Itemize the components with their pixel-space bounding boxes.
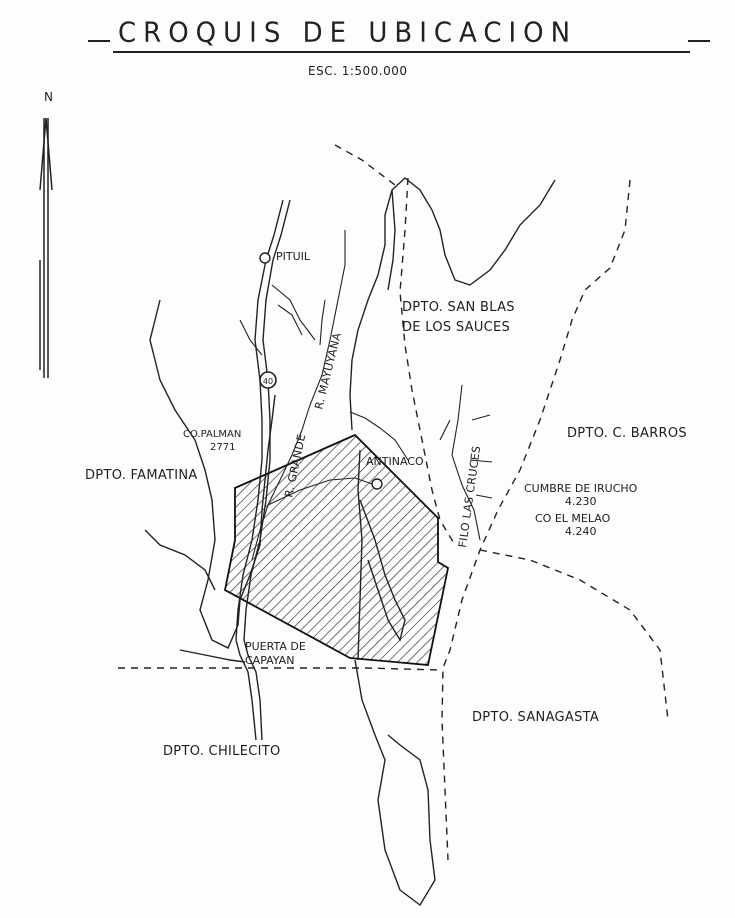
department-boundaries [118, 144, 669, 861]
peak-palman-name: CO.PALMAN [183, 429, 242, 440]
dept-san-blas-line1: DPTO. SAN BLAS [402, 300, 515, 315]
filo-las-cruces-label: FILO LAS CRUCES [456, 445, 483, 549]
rivers [239, 230, 493, 561]
route-road [179, 199, 291, 741]
peak-palman-alt: 2771 [210, 442, 236, 453]
route-shield-icon [259, 371, 277, 389]
peak-irucho-alt: 4.230 [565, 495, 597, 508]
dept-sanagasta: DPTO. SANAGASTA [472, 710, 600, 725]
peak-melao-alt: 4.240 [565, 525, 597, 538]
north-arrow [39, 117, 53, 378]
place-pituil: PITUIL [276, 250, 311, 263]
dept-chilecito: DPTO. CHILECITO [163, 744, 281, 759]
project-area [223, 433, 450, 666]
dept-famatina: DPTO. FAMATINA [85, 468, 198, 483]
peak-melao-name: CO EL MELAO [535, 512, 611, 525]
place-puerta-line2: CAPAYAN [245, 654, 295, 667]
map-title: CROQUIS DE UBICACION [118, 17, 578, 49]
antinaco-marker [371, 478, 383, 490]
dept-san-blas-line2: DE LOS SAUCES [402, 320, 511, 335]
peak-irucho-name: CUMBRE DE IRUCHO [524, 482, 638, 495]
place-puerta-line1: PUERTA DE [245, 640, 306, 653]
ridge-lines [144, 177, 556, 907]
north-label: N [44, 90, 53, 104]
route-number: 40 [263, 377, 273, 386]
title-decoration [88, 40, 710, 53]
map-scale: ESC. 1:500.000 [308, 64, 408, 78]
river-mayuyana-label: R. MAYUYANA [312, 331, 344, 411]
pituil-marker [259, 252, 271, 264]
place-antinaco: ANTINACO [366, 455, 424, 468]
dept-c-barros: DPTO. C. BARROS [567, 426, 687, 441]
